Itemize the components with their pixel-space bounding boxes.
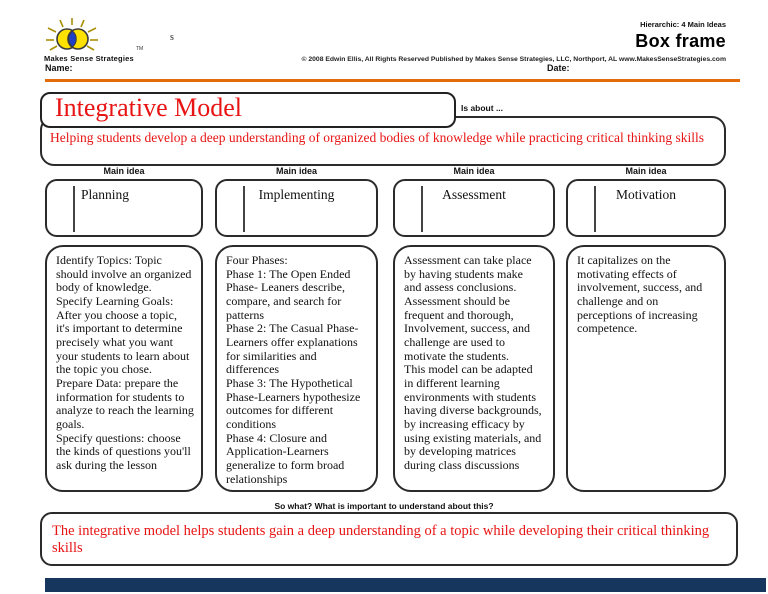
detail-box-1: Identify Topics: Topic should involve an… <box>45 245 203 492</box>
makes-sense-logo-icon <box>36 16 146 66</box>
footer-navy-rule <box>45 578 766 592</box>
trademark-symbol: TM <box>136 46 144 52</box>
detail-box-2: Four Phases: Phase 1: The Open Ended Pha… <box>215 245 378 492</box>
detail-text-2: Four Phases: Phase 1: The Open Ended Pha… <box>226 253 361 486</box>
main-idea-title-2: Implementing <box>258 187 335 202</box>
logo-wordmark: Makes Sense Strategies <box>44 54 134 63</box>
detail-box-3: Assessment can take place by having stud… <box>393 245 555 492</box>
copyright-line: © 2008 Edwin Ellis, All Rights Reserved … <box>301 56 726 63</box>
main-idea-header-3: Main idea <box>453 166 495 176</box>
main-idea-header-2: Main idea <box>275 166 317 176</box>
frame-title: Box frame <box>635 31 726 51</box>
main-idea-tick-2 <box>243 186 245 232</box>
topic-title-box <box>40 92 456 128</box>
detail-text-3: Assessment can take place by having stud… <box>404 253 542 473</box>
main-idea-header-4: Main idea <box>625 166 667 176</box>
main-idea-header-1: Main idea <box>103 166 145 176</box>
main-idea-tick-1 <box>73 186 75 232</box>
hierarchic-label: Hierarchic: 4 Main Ideas <box>640 20 726 29</box>
main-idea-title-3: Assessment <box>442 187 506 202</box>
so-what-label: So what? What is important to understand… <box>274 501 494 511</box>
is-about-label: Is about ... <box>461 103 504 113</box>
detail-text-1: Identify Topics: Topic should involve an… <box>56 253 194 473</box>
stray-s-character: s <box>170 32 174 43</box>
topic-title: Integrative Model <box>55 93 242 122</box>
header-orange-rule <box>45 79 740 82</box>
date-field-label: Date: <box>547 63 570 73</box>
detail-box-4: It capitalizes on the motivating effects… <box>566 245 726 492</box>
main-idea-box-1: Planning <box>45 179 203 237</box>
is-about-text: Helping students develop a deep understa… <box>50 130 704 145</box>
main-idea-box-3: Assessment <box>393 179 555 237</box>
main-idea-tick-4 <box>594 186 596 232</box>
detail-text-4: It capitalizes on the motivating effects… <box>577 253 703 336</box>
main-idea-box-2: Implementing <box>215 179 378 237</box>
main-idea-title-1: Planning <box>81 187 130 202</box>
so-what-text: The integrative model helps students gai… <box>52 523 710 556</box>
name-field-label: Name: <box>45 63 73 73</box>
main-idea-tick-3 <box>421 186 423 232</box>
so-what-box <box>40 512 738 566</box>
main-idea-box-4: Motivation <box>566 179 726 237</box>
main-idea-title-4: Motivation <box>616 187 676 202</box>
